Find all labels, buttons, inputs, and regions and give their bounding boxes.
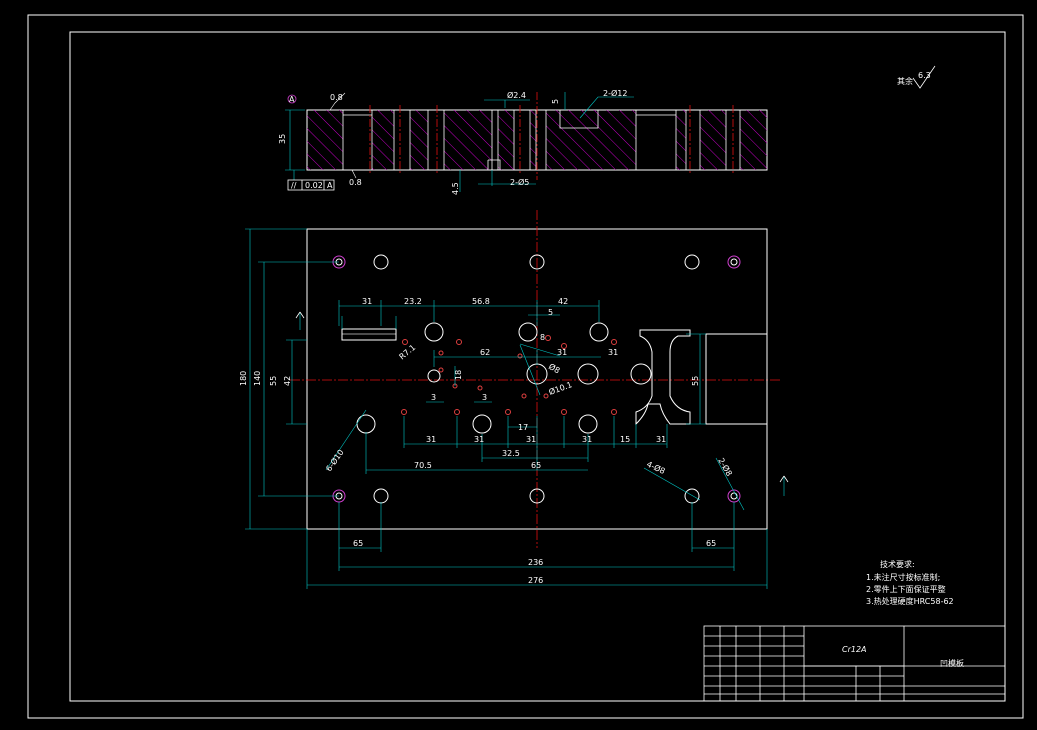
svg-text:31: 31 — [608, 348, 618, 357]
svg-text:Cr12A: Cr12A — [842, 645, 867, 654]
side-section-view: 35 A 0.8 0.8 Ø2.4 5 2-Ø12 4.5 2-Ø5 // 0.… — [278, 88, 768, 195]
svg-text:A: A — [289, 95, 295, 104]
svg-text:凹模板: 凹模板 — [940, 658, 964, 668]
svg-text:Ø8: Ø8 — [547, 361, 562, 375]
svg-text:15: 15 — [620, 435, 630, 444]
svg-text:65: 65 — [353, 539, 363, 548]
svg-text:31: 31 — [582, 435, 592, 444]
svg-text:42: 42 — [558, 297, 568, 306]
inner-frame — [69, 31, 1006, 702]
svg-text:62: 62 — [480, 348, 490, 357]
svg-text:32.5: 32.5 — [502, 449, 520, 458]
technical-requirements: 技术要求: 1.未注尺寸按标准制; 2.零件上下面保证平整 3.热处理硬度HRC… — [866, 559, 954, 606]
svg-text:3: 3 — [431, 393, 436, 402]
svg-text:70.5: 70.5 — [414, 461, 432, 470]
svg-text:65: 65 — [706, 539, 716, 548]
svg-text:31: 31 — [557, 348, 567, 357]
svg-text:0.8: 0.8 — [330, 93, 343, 102]
svg-text://: // — [291, 181, 297, 190]
svg-text:Ø2.4: Ø2.4 — [507, 90, 526, 100]
outer-frame — [27, 14, 1024, 719]
svg-text:8: 8 — [540, 333, 545, 342]
svg-text:4.5: 4.5 — [451, 182, 460, 195]
svg-text:55: 55 — [269, 376, 278, 386]
svg-text:56.8: 56.8 — [472, 297, 490, 306]
svg-text:3.热处理硬度HRC58-62: 3.热处理硬度HRC58-62 — [866, 596, 954, 606]
svg-text:18: 18 — [454, 370, 463, 380]
svg-text:5: 5 — [548, 308, 553, 317]
svg-text:35: 35 — [278, 134, 287, 144]
svg-text:17: 17 — [518, 423, 528, 432]
svg-text:236: 236 — [528, 558, 543, 567]
svg-text:55: 55 — [691, 376, 700, 386]
screw-holes — [356, 254, 700, 504]
svg-text:2.零件上下面保证平整: 2.零件上下面保证平整 — [866, 584, 946, 594]
roughness-note: 其余 6.3 — [897, 65, 936, 89]
svg-text:0.8: 0.8 — [349, 178, 362, 187]
svg-text:技术要求:: 技术要求: — [880, 559, 915, 569]
svg-text:0.02: 0.02 — [305, 181, 323, 190]
svg-text:31: 31 — [526, 435, 536, 444]
svg-text:140: 140 — [253, 371, 262, 386]
small-holes — [401, 335, 617, 415]
plan-view: 31 23.2 56.8 42 5 62 8 31 31 18 3 3 31 3… — [239, 210, 789, 589]
svg-text:65: 65 — [531, 461, 541, 470]
svg-text:180: 180 — [239, 371, 248, 386]
svg-text:2-Ø5: 2-Ø5 — [510, 177, 529, 187]
dimension-lines — [245, 228, 785, 589]
svg-text:42: 42 — [283, 376, 292, 386]
svg-text:1.未注尺寸按标准制;: 1.未注尺寸按标准制; — [866, 572, 940, 582]
svg-text:5: 5 — [551, 99, 560, 104]
svg-text:31: 31 — [426, 435, 436, 444]
svg-text:2-Ø12: 2-Ø12 — [603, 88, 627, 98]
svg-text:31: 31 — [474, 435, 484, 444]
svg-text:3: 3 — [482, 393, 487, 402]
title-block-text: Cr12A 凹模板 — [842, 645, 964, 668]
svg-text:31: 31 — [362, 297, 372, 306]
svg-text:A: A — [327, 181, 333, 190]
svg-text:其余: 其余 — [897, 76, 913, 86]
svg-text:276: 276 — [528, 576, 543, 585]
svg-text:23.2: 23.2 — [404, 297, 422, 306]
svg-text:31: 31 — [656, 435, 666, 444]
title-block — [703, 625, 1006, 702]
svg-text:6.3: 6.3 — [918, 71, 931, 80]
